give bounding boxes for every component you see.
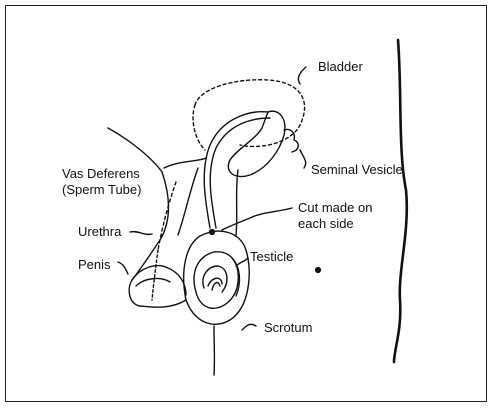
leader-vas [164, 158, 206, 168]
seminal-vesicle-bumps [284, 129, 298, 152]
label-penis: Penis [78, 257, 111, 272]
leader-seminal [300, 150, 306, 168]
label-urethra: Urethra [78, 224, 121, 239]
vas-deferens-tube-b [210, 118, 270, 228]
leader-cut [222, 208, 292, 230]
leader-bladder [298, 67, 306, 84]
bladder-lower [193, 105, 205, 150]
urethra-dash [152, 250, 158, 300]
body-outline [394, 40, 407, 362]
testicle-outline [194, 252, 238, 308]
label-bladder: Bladder [318, 59, 363, 74]
urethra-channel-a [178, 168, 198, 235]
testicle-coil [203, 266, 227, 292]
thigh-outline [160, 172, 169, 240]
label-seminal-vesicle: Seminal Vesicle [311, 162, 403, 177]
dot-marker [316, 268, 321, 273]
leader-penis [118, 262, 128, 274]
leader-urethra [130, 232, 152, 235]
seminal-vesicle-shape [228, 111, 285, 176]
label-testicle: Testicle [250, 249, 293, 264]
leader-testicle [236, 258, 248, 266]
cut-point [210, 230, 215, 235]
label-sperm-tube: (Sperm Tube) [62, 182, 141, 197]
label-scrotum: Scrotum [264, 320, 312, 335]
leader-scrotum [242, 324, 256, 330]
label-vas-deferens: Vas Deferens [62, 166, 140, 181]
label-cut-made: Cut made on [298, 200, 372, 215]
label-each-side: each side [298, 216, 354, 231]
urethra-channel-c [236, 170, 238, 235]
